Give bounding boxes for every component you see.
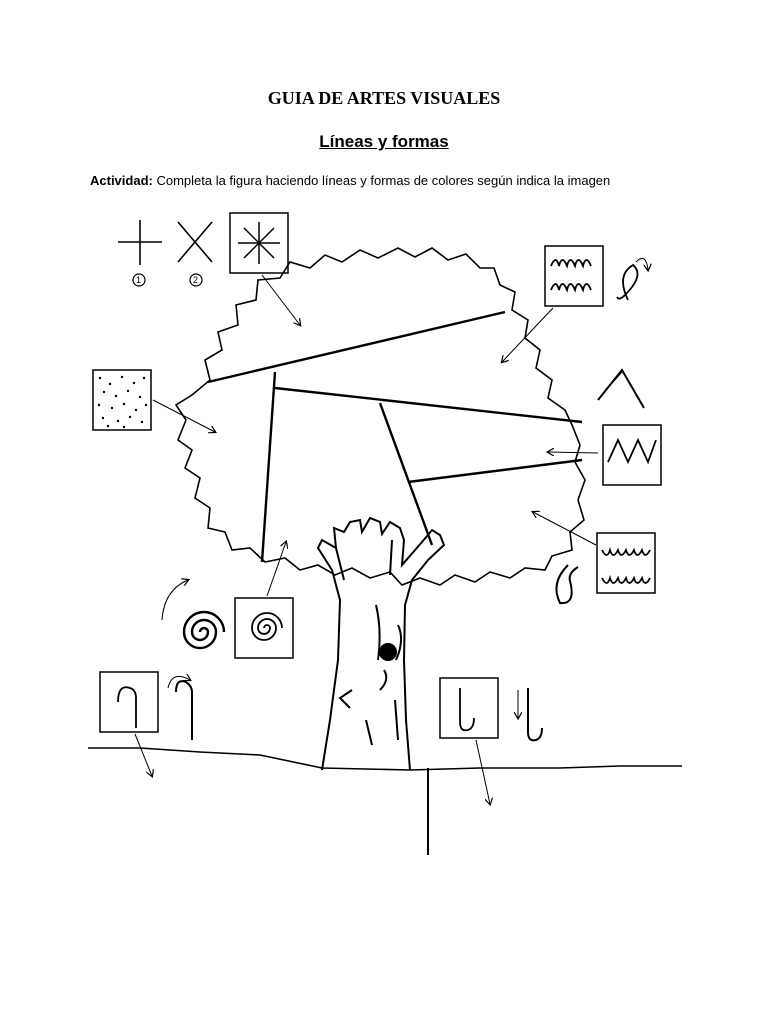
dots-texture-icon (92, 369, 152, 431)
zigzag-icon (597, 368, 662, 486)
trunk-knot (379, 643, 397, 661)
x-lines-icon (177, 221, 213, 287)
loops-icon (544, 245, 648, 307)
loops-arrow (502, 307, 554, 362)
hook-line-icon (99, 671, 193, 740)
activity-label: Actividad: (90, 173, 153, 188)
legend-number-2: 2 (193, 275, 198, 285)
activity-instruction: Actividad: Completa la figura haciendo l… (90, 173, 730, 188)
coils-arrow (533, 512, 597, 546)
page-title: GUIA DE ARTES VISUALES (267, 88, 501, 108)
zigzag-arrow (548, 452, 599, 453)
dots-arrow (152, 399, 215, 432)
page-subtitle: Líneas y formas (319, 132, 449, 151)
hook-arrow (134, 733, 152, 776)
ground-line (88, 747, 682, 771)
tree-crown (174, 247, 586, 586)
tree-trunk (316, 516, 446, 771)
crown-divisions (207, 310, 583, 563)
asterisk-arrow (261, 274, 300, 325)
asterisk-icon (229, 212, 289, 274)
coils-icon (555, 532, 656, 605)
spiral-icon (161, 580, 294, 659)
legend-number-1: 1 (136, 275, 141, 285)
spiral-arrow (266, 542, 286, 597)
plus-lines-icon (118, 220, 162, 287)
j-line-arrow (475, 739, 490, 804)
activity-text: Completa la figura haciendo líneas y for… (152, 173, 611, 188)
j-line-icon (439, 677, 543, 742)
